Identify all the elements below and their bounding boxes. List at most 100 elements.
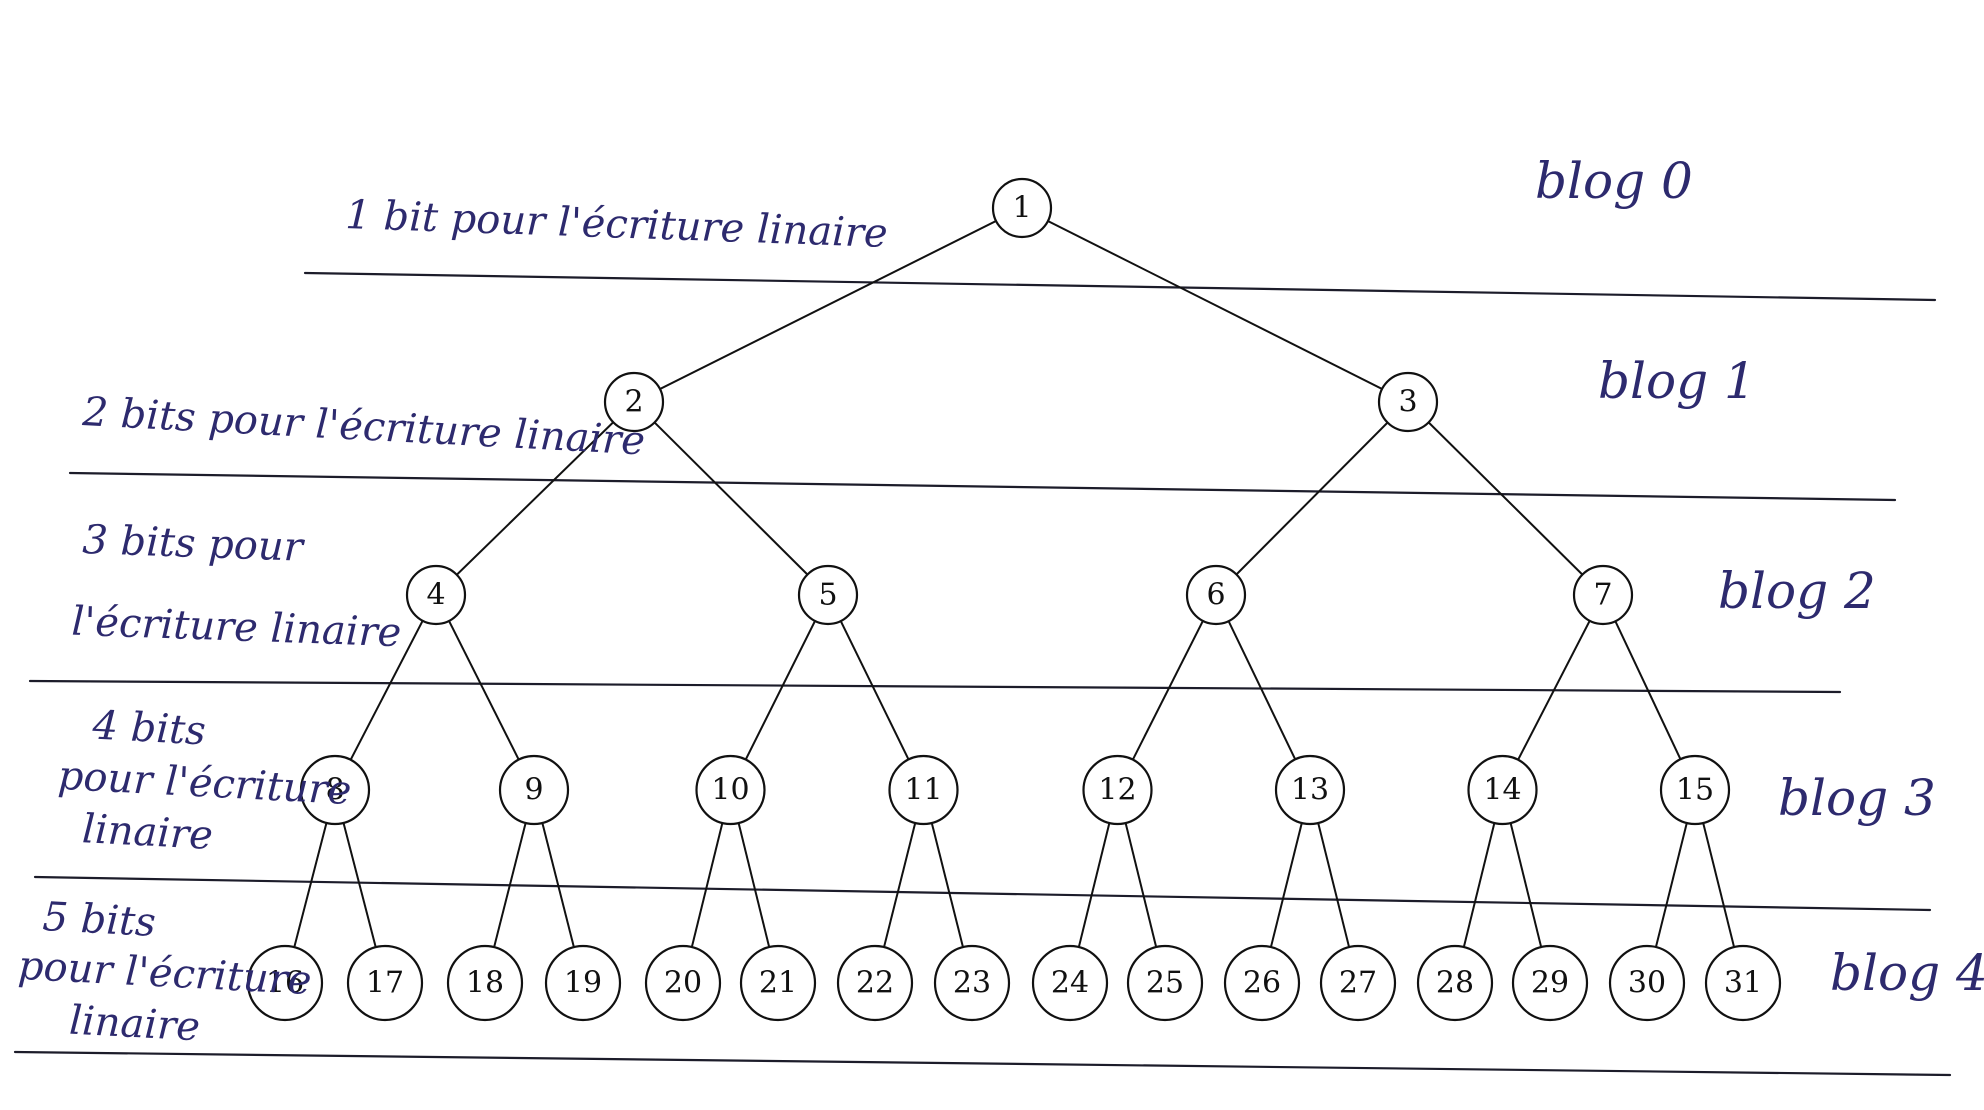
node-label-30: 30 [1628, 966, 1666, 1001]
annotation-level-0-line-1: 1 bit pour l'écriture linaire [345, 192, 889, 257]
node-circle-28 [1416, 944, 1494, 1022]
tree-node-10: 10 [695, 754, 766, 826]
tree-node-6: 6 [1185, 564, 1247, 626]
node-label-1: 1 [1012, 191, 1031, 226]
node-circle-13 [1274, 754, 1346, 826]
node-label-19: 19 [564, 966, 602, 1001]
node-label-7: 7 [1593, 578, 1612, 613]
annotation-level-3-line-2: pour l'écriture [57, 753, 353, 814]
tree-node-18: 18 [446, 944, 524, 1022]
node-label-17: 17 [366, 966, 404, 1001]
edge-4-9 [435, 594, 535, 791]
tree-node-14: 14 [1467, 754, 1538, 826]
separator-line-2 [28, 679, 1842, 694]
node-label-26: 26 [1243, 966, 1281, 1001]
tree-node-24: 24 [1031, 944, 1109, 1022]
tree-node-4: 4 [405, 564, 467, 626]
node-circle-27 [1319, 944, 1397, 1022]
node-label-4: 4 [426, 578, 445, 613]
tree-node-11: 11 [888, 754, 959, 826]
node-circle-23 [933, 944, 1011, 1022]
node-circle-5 [797, 564, 859, 626]
node-label-31: 31 [1724, 966, 1762, 1001]
tree-node-30: 30 [1608, 944, 1686, 1022]
edge-4-8 [334, 594, 437, 791]
edge-1-2 [633, 207, 1023, 403]
tree-node-1: 1 [991, 177, 1053, 239]
level-label-3: blog 3 [1778, 769, 1936, 827]
node-circle-30 [1608, 944, 1686, 1022]
tree-node-3: 3 [1377, 371, 1439, 433]
tree-node-31: 31 [1704, 944, 1782, 1022]
node-label-27: 27 [1339, 966, 1377, 1001]
tree-node-16: 16 [246, 944, 324, 1022]
separator-line-1 [68, 471, 1897, 502]
tree-node-22: 22 [836, 944, 914, 1022]
tree-node-8: 8 [299, 754, 371, 826]
separator-line-4 [13, 1050, 1952, 1077]
node-circle-24 [1031, 944, 1109, 1022]
edge-6-13 [1215, 594, 1311, 791]
node-circle-11 [888, 754, 959, 826]
node-label-21: 21 [759, 966, 797, 1001]
annotation-level-1: 2 bits pour l'écriture linaire [80, 389, 646, 464]
node-circle-21 [739, 944, 817, 1022]
node-label-16: 16 [266, 966, 304, 1001]
node-circle-19 [544, 944, 622, 1022]
annotation-level-2-line-1: 3 bits pour [82, 517, 307, 571]
node-label-20: 20 [664, 966, 702, 1001]
node-circle-18 [446, 944, 524, 1022]
tree-node-7: 7 [1572, 564, 1634, 626]
annotation-level-0: 1 bit pour l'écriture linaire [345, 192, 889, 257]
tree-node-27: 27 [1319, 944, 1397, 1022]
node-label-10: 10 [711, 773, 749, 808]
node-label-3: 3 [1398, 385, 1417, 420]
annotation-level-2: 3 bits pour l'écriture linaire [71, 517, 405, 656]
node-label-2: 2 [624, 385, 643, 420]
node-circle-16 [246, 944, 324, 1022]
edge-2-4 [435, 401, 635, 596]
level-label-1: blog 1 [1598, 352, 1756, 410]
node-circle-25 [1126, 944, 1204, 1022]
node-circle-12 [1082, 754, 1153, 826]
separator-line-3 [33, 875, 1932, 912]
node-label-23: 23 [953, 966, 991, 1001]
node-circle-9 [498, 754, 570, 826]
node-circle-8 [299, 754, 371, 826]
node-circle-7 [1572, 564, 1634, 626]
node-circle-3 [1377, 371, 1439, 433]
tree-node-17: 17 [346, 944, 424, 1022]
node-label-18: 18 [466, 966, 504, 1001]
edge-7-14 [1501, 594, 1604, 791]
tree-node-29: 29 [1511, 944, 1589, 1022]
tree-node-26: 26 [1223, 944, 1301, 1022]
tree-node-15: 15 [1659, 754, 1731, 826]
tree-node-20: 20 [644, 944, 722, 1022]
tree-node-5: 5 [797, 564, 859, 626]
node-circle-15 [1659, 754, 1731, 826]
edge-5-10 [729, 594, 829, 791]
node-label-14: 14 [1483, 773, 1521, 808]
node-label-13: 13 [1291, 773, 1329, 808]
annotation-level-1-line-1: 2 bits pour l'écriture linaire [80, 389, 646, 464]
node-label-24: 24 [1051, 966, 1089, 1001]
node-circle-17 [346, 944, 424, 1022]
node-label-28: 28 [1436, 966, 1474, 1001]
node-circle-2 [603, 371, 665, 433]
node-circle-1 [991, 177, 1053, 239]
annotation-level-3-line-3: linaire [81, 806, 214, 859]
node-circle-6 [1185, 564, 1247, 626]
node-label-25: 25 [1146, 966, 1184, 1001]
tree-node-9: 9 [498, 754, 570, 826]
edge-5-11 [827, 594, 925, 791]
tree-node-13: 13 [1274, 754, 1346, 826]
level-label-0: blog 0 [1535, 152, 1693, 210]
node-label-11: 11 [904, 773, 942, 808]
node-circle-22 [836, 944, 914, 1022]
node-circle-4 [405, 564, 467, 626]
separator-line-0 [303, 271, 1937, 302]
edge-2-5 [633, 401, 829, 596]
level-label-2: blog 2 [1718, 562, 1876, 620]
